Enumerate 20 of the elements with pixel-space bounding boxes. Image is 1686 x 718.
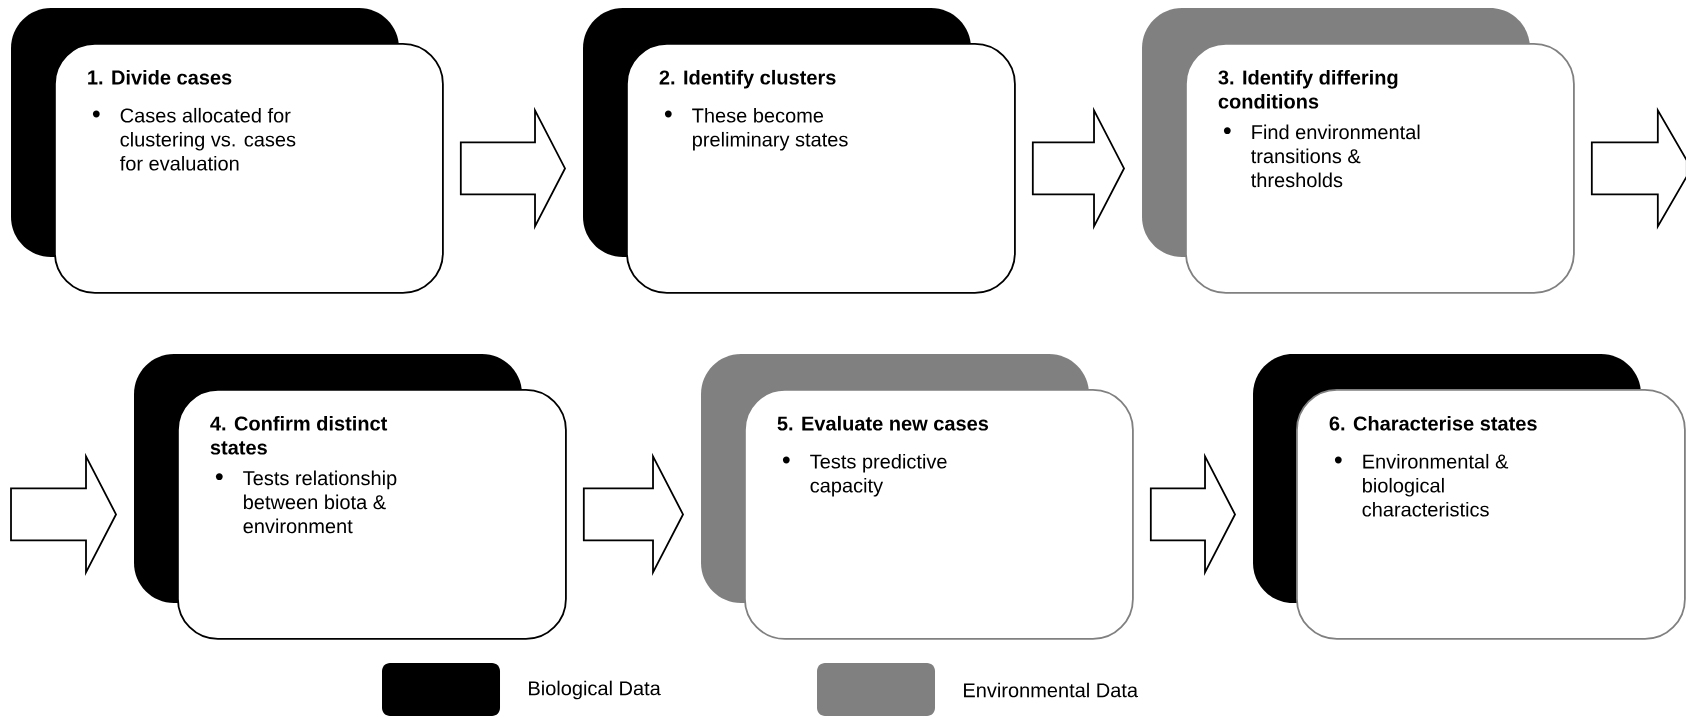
block-arrow: [582, 452, 685, 577]
legend-label: Biological Data: [529, 680, 661, 700]
legend-label: Environmental Data: [964, 682, 1139, 698]
block-arrow: [459, 106, 567, 231]
step-title: 1. Divide cases: [88, 69, 232, 85]
bullet-text: Tests predictive capacity: [810, 453, 947, 497]
bullet-text: Find environmental transitions & thresholds: [1251, 124, 1420, 188]
block-arrow: [1149, 452, 1237, 577]
step-title: 2. Identify clusters: [659, 69, 836, 89]
block-arrow: [1590, 107, 1686, 230]
bullet-text: These become preliminary states: [692, 107, 848, 151]
bullet-text: Cases allocated for clustering vs. cases for evaluation: [120, 107, 296, 171]
bullet-text: Environmental & biological characteristics: [1362, 453, 1509, 517]
bullet-text: Tests relationship between biota & environment: [243, 470, 397, 534]
block-arrow: [1031, 106, 1126, 231]
step-title: 5. Evaluate new cases: [777, 415, 989, 431]
step-title: 3. Identify differing conditions: [1218, 69, 1398, 109]
step-title: 6. Characterise states: [1329, 415, 1537, 431]
step-title: 4. Confirm distinct states: [210, 415, 388, 455]
block-arrow: [10, 452, 118, 577]
